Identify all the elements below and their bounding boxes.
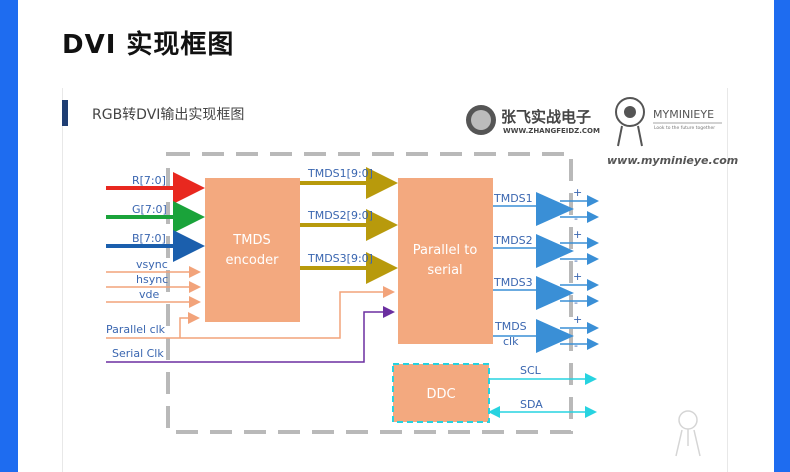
serial-clk-label: Serial Clk — [112, 347, 164, 360]
serializer-label-line2: serial — [427, 263, 462, 278]
myminieye-logo-name: MYMINIEYE — [653, 108, 714, 121]
svg-text:+: + — [573, 313, 582, 326]
myminieye-mascot-icon — [615, 97, 645, 127]
tmds-encoder-block — [205, 178, 300, 322]
tmds2-output-label: TMDS2 — [493, 234, 533, 247]
svg-text:+: + — [573, 186, 582, 199]
svg-text:-: - — [574, 339, 578, 352]
parallel-to-serial-block — [398, 178, 493, 344]
parallel-clk-to-encoder-wire — [179, 312, 200, 338]
tmds-encoder-label-line1: TMDS — [232, 233, 270, 248]
scl-label: SCL — [520, 364, 542, 377]
svg-text:+: + — [573, 270, 582, 283]
tmds1-output-channel: TMDS1 + - — [493, 186, 599, 226]
slide-accent-bar — [62, 100, 68, 126]
page-title: DVI 实现框图 — [62, 30, 235, 60]
tmds-clk-output-channel: TMDS clk + - — [493, 313, 599, 353]
zhangfei-logo-name: 张飞实战电子 — [501, 108, 591, 126]
zhangfei-logo-url: WWW.ZHANGFEIDZ.COM — [503, 127, 600, 135]
hsync-input-label: hsync — [136, 273, 168, 286]
tmds1-output-label: TMDS1 — [493, 192, 533, 205]
tmds3-output-channel: TMDS3 + - — [493, 270, 599, 310]
serial-clk-wire — [106, 306, 395, 363]
zhangfei-logo: 张飞实战电子 WWW.ZHANGFEIDZ.COM — [466, 105, 600, 135]
svg-text:+: + — [573, 228, 582, 241]
tmds1-diff-driver — [536, 192, 574, 226]
tmds-clk-output-label-line2: clk — [503, 335, 519, 348]
tmds2-bus-label: TMDS2[9:0] — [307, 209, 373, 222]
tmds-clk-output-label-line1: TMDS — [494, 320, 527, 333]
tmds2-diff-driver — [536, 234, 574, 268]
vde-input-label: vde — [139, 288, 159, 301]
tmds3-bus-label: TMDS3[9:0] — [307, 252, 373, 265]
tmds-encoder-label-line2: encoder — [226, 253, 280, 268]
myminieye-slogan: Look to the future together — [654, 125, 715, 131]
ddc-label: DDC — [426, 387, 455, 402]
myminieye-logo: MYMINIEYE Look to the future together ww… — [607, 97, 738, 167]
mascot-watermark — [675, 410, 701, 457]
svg-text:-: - — [574, 212, 578, 225]
tmds1-bus-label: TMDS1[9:0] — [307, 167, 373, 180]
tmds-clk-diff-driver — [536, 319, 574, 353]
svg-text:-: - — [574, 296, 578, 309]
tmds3-output-label: TMDS3 — [493, 276, 533, 289]
serializer-label-line1: Parallel to — [413, 243, 478, 258]
r-input-label: R[7:0] — [132, 174, 166, 187]
b-input-label: B[7:0] — [132, 232, 166, 245]
svg-text:-: - — [574, 254, 578, 267]
g-input-label: G[7:0] — [132, 203, 167, 216]
sda-label: SDA — [520, 398, 543, 411]
tmds3-diff-driver — [536, 276, 574, 310]
parallel-clk-label: Parallel clk — [106, 323, 166, 336]
tmds2-output-channel: TMDS2 + - — [493, 228, 599, 268]
myminieye-url: www.myminieye.com — [607, 154, 738, 167]
parallel-clk-to-serializer-wire — [106, 286, 395, 339]
ddc-block — [392, 363, 490, 423]
slide-title: RGB转DVI输出实现框图 — [92, 107, 245, 123]
vsync-input-label: vsync — [136, 258, 168, 271]
